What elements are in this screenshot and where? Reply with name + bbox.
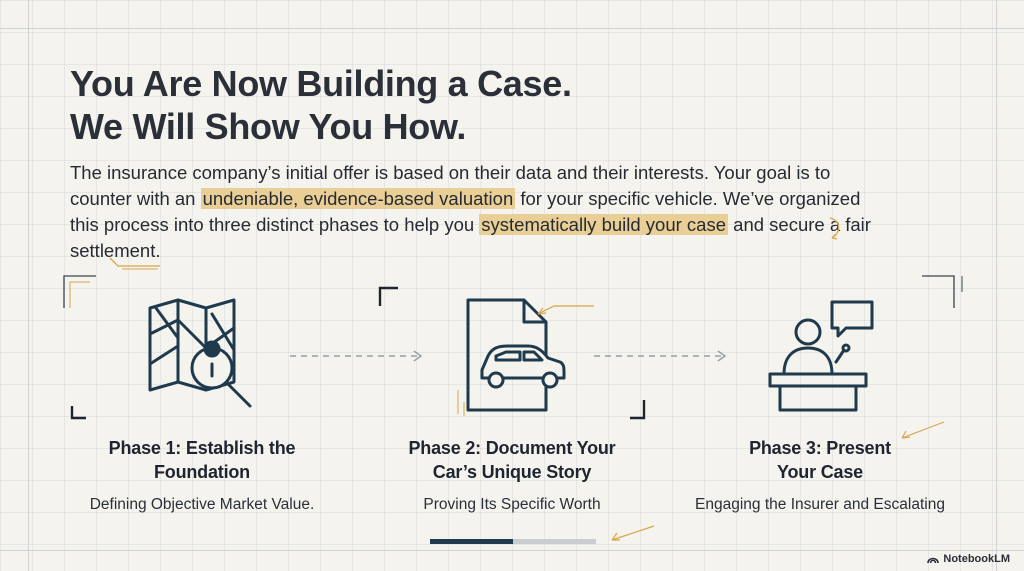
accent-arrow-bottom <box>611 525 655 541</box>
phase-2-title-line-1: Phase 2: Document Your <box>408 438 616 458</box>
corner-bracket-bottom-left <box>70 406 86 420</box>
phase-2-subtitle: Proving Its Specific Worth <box>423 496 601 513</box>
notebooklm-logo-text: NotebookLM <box>943 553 1010 565</box>
corner-bracket-right-top <box>922 275 963 308</box>
intro-highlight-2: systematically build your case <box>479 214 729 235</box>
phase-3-subtitle: Engaging the Insurer and Escalating <box>695 496 945 513</box>
document-car-icon <box>466 298 594 412</box>
curl-arrow-icon <box>829 217 840 240</box>
accent-arrow-right <box>901 421 945 439</box>
corner-bracket-mid-top <box>378 286 398 306</box>
phase-1-title-line-1: Phase 1: Establish the <box>108 438 296 458</box>
phase-3-title: Phase 3: Present Your Case <box>670 436 970 484</box>
frame-line-left <box>28 0 29 571</box>
map-magnifier-icon <box>148 298 252 408</box>
notebooklm-logo-icon <box>927 557 940 564</box>
phase-1: Phase 1: Establish the Foundation Defini… <box>52 436 352 514</box>
phase-3-title-line-2: Your Case <box>777 462 863 482</box>
progress-track <box>430 539 596 544</box>
phase-1-title: Phase 1: Establish the Foundation <box>52 436 352 484</box>
intro-text-1: The insurance company’s initial offer is… <box>70 162 831 209</box>
intro-text-3: and secure a fair settlement. <box>70 214 871 261</box>
phase-1-title-line-2: Foundation <box>154 462 250 482</box>
dashed-arrow-2 <box>594 350 727 362</box>
frame-line-right <box>996 0 997 571</box>
underline-accent <box>109 257 160 270</box>
intro-paragraph: The insurance company’s initial offer is… <box>70 160 890 264</box>
intro-text-2: for your specific vehicle. We’ve organiz… <box>70 188 861 235</box>
intro-highlight-1: undeniable, evidence-based valuation <box>200 188 516 209</box>
phase-1-subtitle: Defining Objective Market Value. <box>89 496 315 513</box>
title-line-2: We Will Show You How. <box>70 106 467 147</box>
corner-bracket-top-left <box>63 275 96 308</box>
corner-bracket-mid-bottom <box>630 400 646 420</box>
notebooklm-logo: NotebookLM <box>927 553 1010 565</box>
slide-progress-bar <box>430 539 596 544</box>
phase-2-title-line-2: Car’s Unique Story <box>432 462 592 482</box>
accent-lines-phase2 <box>457 390 465 416</box>
page-title: You Are Now Building a Case. We Will Sho… <box>70 62 572 148</box>
dashed-arrow-1 <box>290 350 423 362</box>
phase-3-title-line-1: Phase 3: Present <box>749 438 891 458</box>
progress-fill <box>430 539 513 544</box>
speaker-podium-icon <box>768 300 874 412</box>
phase-2: Phase 2: Document Your Car’s Unique Stor… <box>362 436 662 514</box>
phase-3: Phase 3: Present Your Case Engaging the … <box>670 436 970 514</box>
title-line-1: You Are Now Building a Case. <box>70 63 572 104</box>
frame-line-top <box>0 28 1024 29</box>
frame-line-bottom <box>0 550 1024 551</box>
phase-2-title: Phase 2: Document Your Car’s Unique Stor… <box>362 436 662 484</box>
